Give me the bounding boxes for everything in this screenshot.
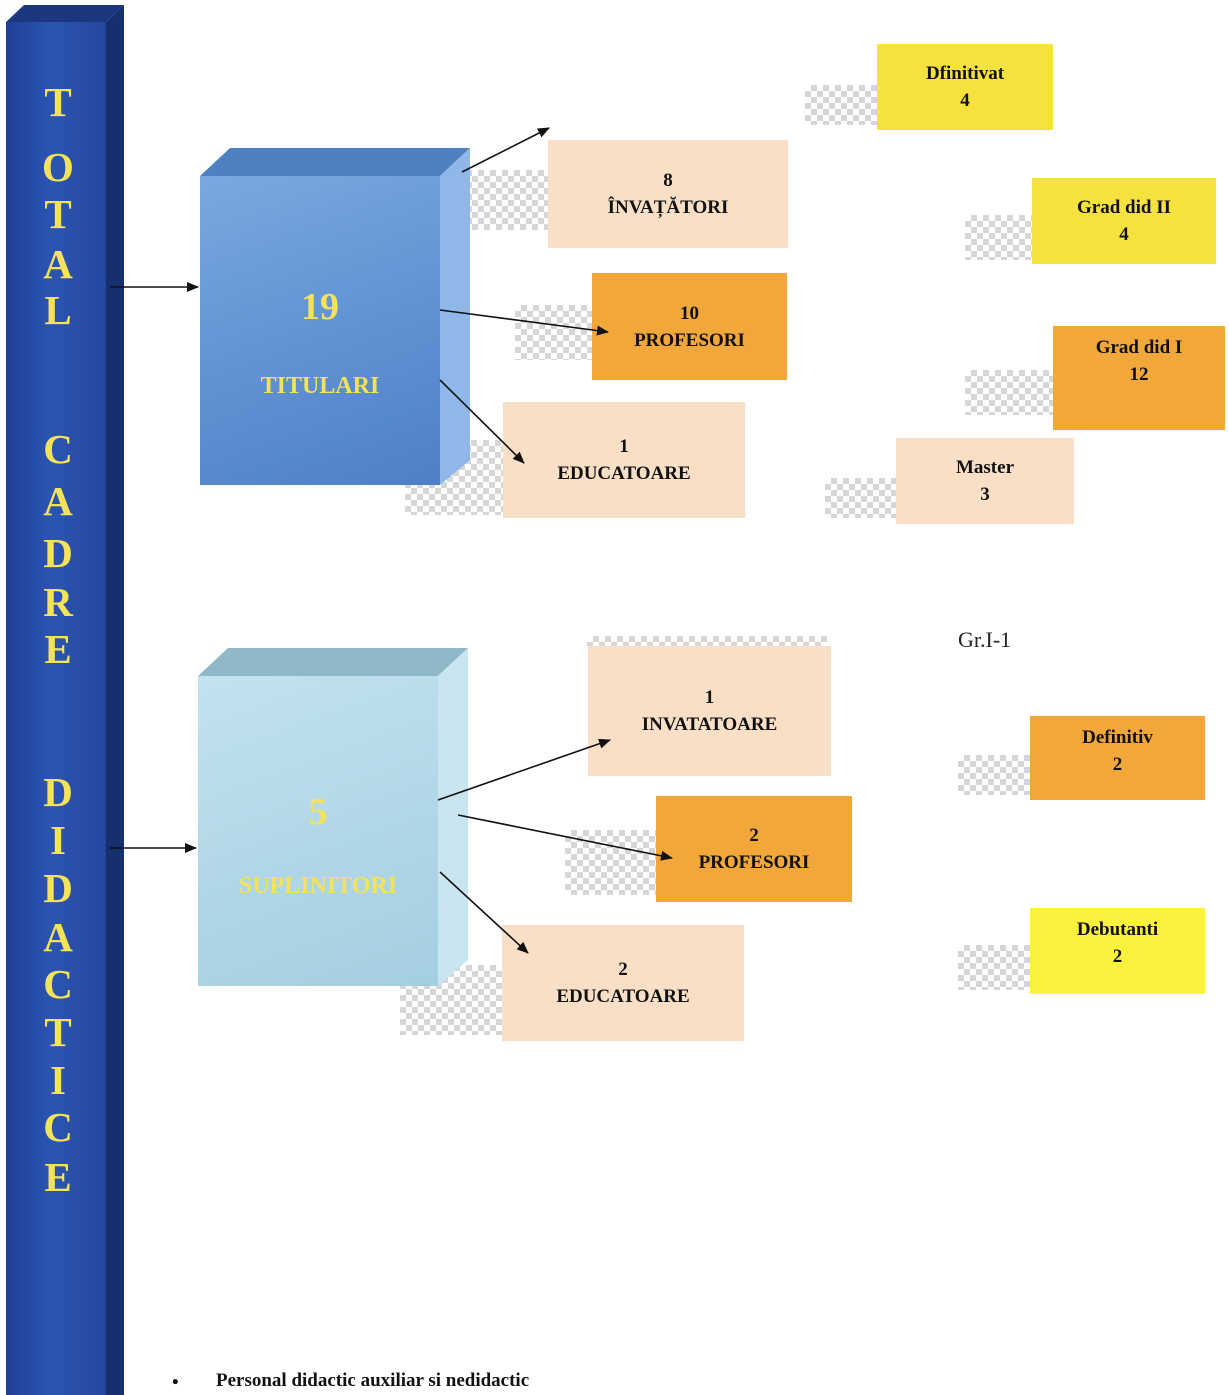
- grade-definitiv-box: Definitiv 2: [1030, 716, 1205, 800]
- titulari-invatatori-count: 8: [663, 170, 673, 191]
- grade-definitivat-box: Dfinitivat 4: [877, 44, 1053, 130]
- suplinitori-box-front: [198, 676, 438, 986]
- titulari-profesori-label: PROFESORI: [634, 329, 745, 351]
- grade-label: Definitiv: [1082, 727, 1153, 748]
- grade-master-box: Master 3: [896, 438, 1074, 524]
- suplinitori-invatatoare-count: 1: [704, 687, 715, 708]
- suplinitori-profesori-label: PROFESORI: [698, 852, 810, 873]
- arrow-suplinitori-to-profesori: [457, 814, 673, 861]
- grade-count: 4: [960, 90, 970, 111]
- drop-shadow: [958, 945, 1030, 990]
- banner-letter: O: [42, 144, 74, 190]
- banner-letter: T: [44, 1009, 72, 1055]
- suplinitori-educatoare-box: 2 EDUCATOARE: [502, 925, 744, 1041]
- suplinitori-educatoare-label: EDUCATOARE: [556, 986, 690, 1007]
- banner-letter: A: [43, 241, 73, 287]
- banner-letter: D: [43, 865, 73, 911]
- suplinitori-profesori-count: 2: [749, 825, 759, 846]
- titulari-label: TITULARI: [260, 373, 380, 399]
- grade-count: 2: [1112, 946, 1123, 967]
- arrow-suplinitori-to-invatatoare: [437, 738, 611, 801]
- suplinitori-box-top: [198, 648, 468, 676]
- drop-shadow: [965, 215, 1032, 260]
- banner-letter: T: [44, 79, 72, 125]
- drop-shadow: [958, 755, 1030, 795]
- banner-top-face: [6, 5, 124, 22]
- arrow-titulari-to-educatoare: [439, 379, 525, 464]
- banner-side-face: [106, 5, 124, 1395]
- titulari-educatoare-box: 1 EDUCATOARE: [503, 402, 745, 518]
- banner-letter: C: [43, 961, 73, 1007]
- suplinitori-number: 5: [308, 791, 328, 833]
- banner-letter: E: [44, 626, 72, 672]
- grade-count: 4: [1119, 224, 1129, 245]
- banner-letter: C: [43, 426, 73, 472]
- grade-label: Grad did II: [1077, 197, 1171, 218]
- banner-letter: A: [43, 914, 73, 960]
- suplinitori-label: SUPLINITORI: [238, 873, 398, 899]
- titulari-profesori-box: 10 PROFESORI: [592, 273, 787, 380]
- arrow-titulari-to-invatatori: [461, 127, 550, 173]
- suplinitori-invatatoare-box: 1 INVATATOARE: [588, 646, 831, 776]
- drop-shadow: [460, 170, 550, 230]
- drop-shadow: [587, 636, 827, 646]
- titulari-box-top: [200, 148, 470, 176]
- drop-shadow: [565, 830, 657, 895]
- banner-letter: E: [44, 1154, 72, 1200]
- grade-did-ii-box: Grad did II 4: [1032, 178, 1216, 264]
- titulari-educatoare-count: 1: [619, 436, 629, 457]
- grade-count: 12: [1129, 364, 1149, 385]
- grade-label: Debutanti: [1076, 919, 1159, 940]
- suplinitori-profesori-box: 2 PROFESORI: [656, 796, 852, 902]
- grade-label: Master: [955, 457, 1015, 478]
- titulari-invatatori-label: ÎNVAȚĂTORI: [607, 197, 729, 218]
- drop-shadow: [805, 85, 877, 125]
- footer-bullet: •: [172, 1372, 179, 1393]
- grade-label: Grad did I: [1095, 337, 1183, 358]
- banner-letter: R: [43, 579, 73, 625]
- grade-count: 3: [980, 484, 990, 505]
- suplinitori-box-side: [438, 648, 468, 986]
- banner-letter: T: [44, 191, 72, 237]
- grade-debutanti-box: Debutanti 2: [1030, 908, 1205, 994]
- titulari-profesori-count: 10: [680, 302, 699, 324]
- arrow-titulari-to-profesori: [439, 309, 609, 336]
- suplinitori-invatatoare-label: INVATATOARE: [641, 714, 778, 735]
- titulari-box-side: [440, 148, 470, 485]
- gr-i-note: Gr.I-1: [958, 627, 1012, 652]
- drop-shadow: [825, 478, 897, 518]
- banner-letter: C: [43, 1104, 73, 1150]
- titulari-educatoare-label: EDUCATOARE: [557, 463, 691, 484]
- banner-letter: A: [43, 478, 73, 524]
- banner-letter: L: [44, 287, 72, 333]
- banner-letter: D: [43, 530, 73, 576]
- footer-text: Personal didactic auxiliar si nedidactic: [216, 1370, 530, 1391]
- titulari-number: 19: [301, 286, 339, 328]
- drop-shadow: [965, 370, 1053, 415]
- grade-did-i-box: Grad did I 12: [1053, 326, 1225, 430]
- drop-shadow: [515, 305, 595, 360]
- grade-count: 2: [1112, 754, 1123, 775]
- banner-letter: I: [50, 817, 66, 863]
- banner-front-face: T O T A L C A D R E D I D A C T I C E: [6, 22, 106, 1395]
- banner-letter: I: [50, 1057, 66, 1103]
- grade-label: Dfinitivat: [925, 63, 1005, 84]
- banner-letter: D: [43, 769, 73, 815]
- titulari-invatatori-box: 8 ÎNVAȚĂTORI: [548, 140, 788, 248]
- titulari-box-front: [200, 176, 440, 485]
- arrow-suplinitori-to-educatoare: [439, 871, 529, 954]
- suplinitori-educatoare-count: 2: [618, 959, 628, 980]
